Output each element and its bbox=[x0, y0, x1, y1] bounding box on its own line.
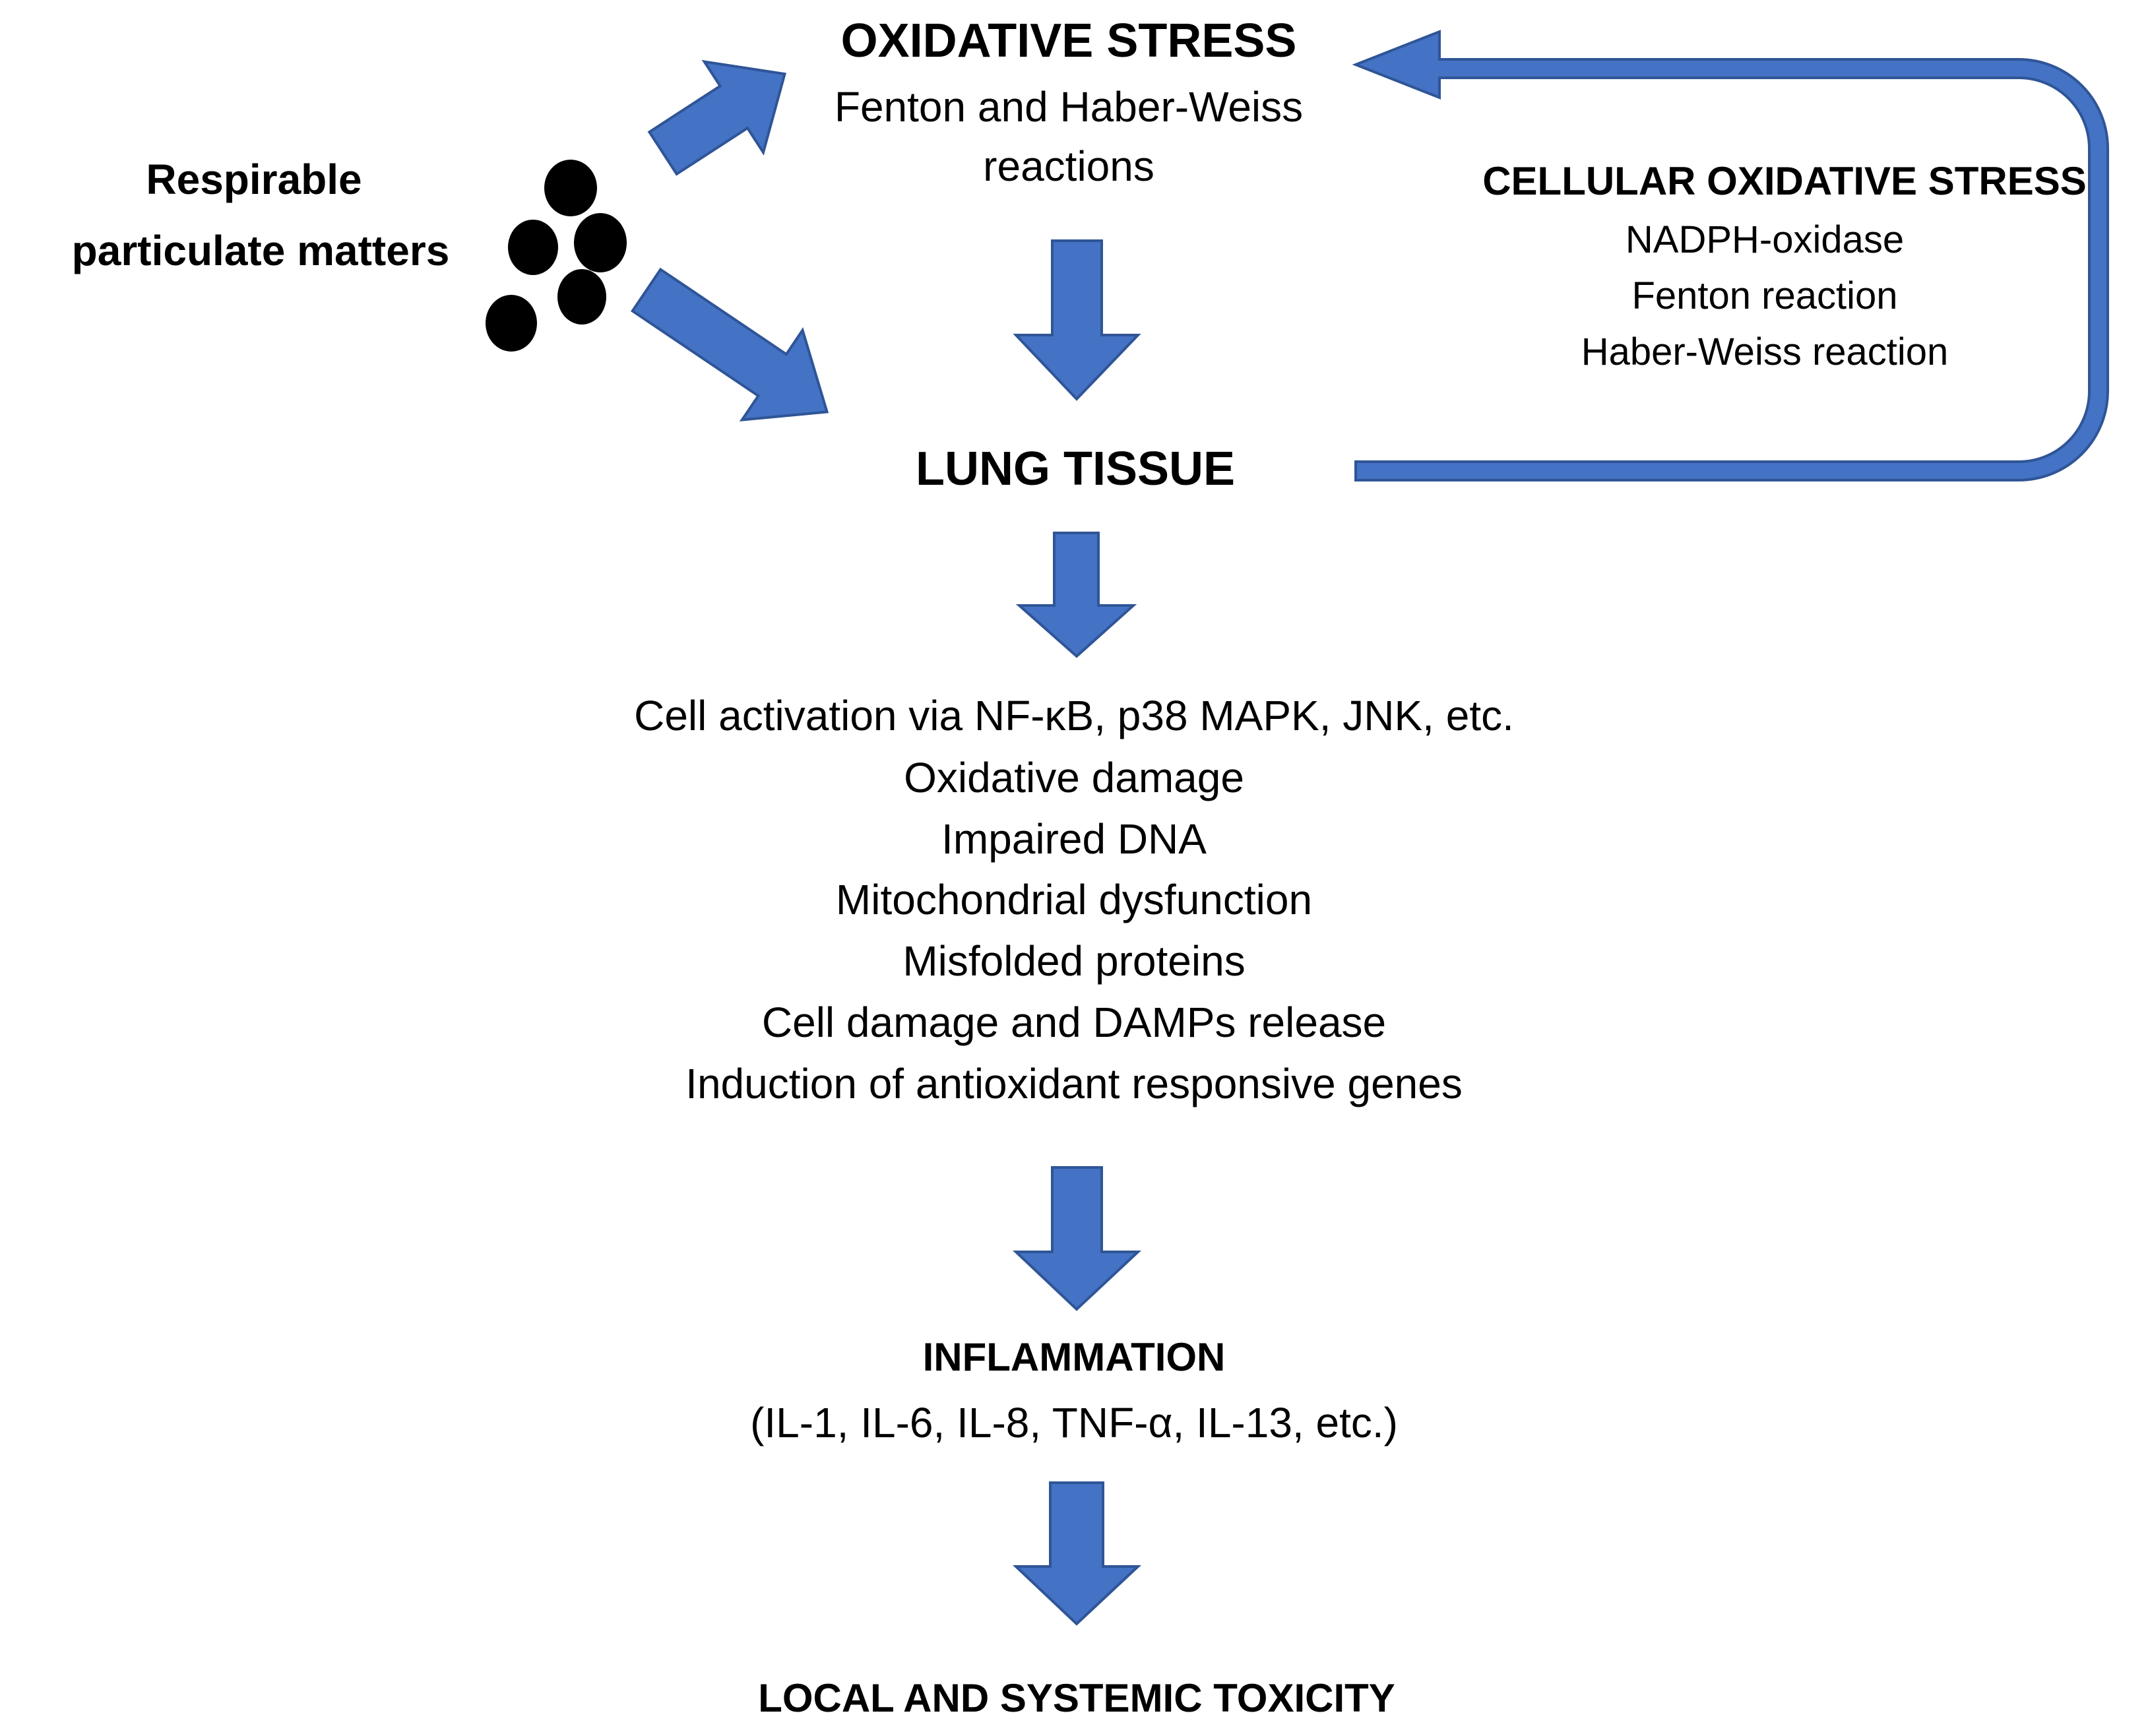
effect-item: Misfolded proteins bbox=[902, 937, 1246, 985]
arrow-particles-to-oxidative-stress bbox=[647, 59, 787, 176]
source-label-line1: Respirable bbox=[146, 156, 362, 203]
effect-item: Oxidative damage bbox=[904, 754, 1244, 801]
arrow-oxidative-stress-to-lung-tissue bbox=[1013, 239, 1141, 401]
cellular-oxidative-stress-title: CELLULAR OXIDATIVE STRESS bbox=[1482, 159, 2087, 203]
effect-item: Cell damage and DAMPs release bbox=[761, 999, 1387, 1046]
lung-tissue-title: LUNG TISSUE bbox=[915, 443, 1236, 495]
inflammation-title: INFLAMMATION bbox=[922, 1335, 1226, 1379]
arrow-effects-to-inflammation bbox=[1012, 1166, 1142, 1311]
arrow-inflammation-to-toxicity bbox=[1012, 1481, 1142, 1626]
oxidative-stress-line2: reactions bbox=[983, 142, 1154, 190]
feedback-loop-arrow bbox=[1352, 30, 2109, 481]
arrow-particles-to-lung-tissue bbox=[630, 267, 829, 421]
effect-item: Impaired DNA bbox=[941, 815, 1207, 863]
inflammation-subtitle: (IL-1, IL-6, IL-8, TNF-α, IL-13, etc.) bbox=[750, 1399, 1398, 1446]
toxicity-title: LOCAL AND SYSTEMIC TOXICITY bbox=[758, 1676, 1395, 1720]
arrow-lung-tissue-to-effects bbox=[1015, 532, 1137, 658]
source-label-line2: particulate matters bbox=[71, 227, 450, 274]
cellular-oxidative-stress-item: NADPH-oxidase bbox=[1625, 218, 1905, 261]
effect-item: Mitochondrial dysfunction bbox=[835, 876, 1313, 923]
oxidative-stress-title: OXIDATIVE STRESS bbox=[840, 15, 1297, 67]
oxidative-stress-line1: Fenton and Haber-Weiss bbox=[834, 83, 1304, 131]
effect-item: Induction of antioxidant responsive gene… bbox=[685, 1060, 1463, 1107]
cellular-oxidative-stress-item: Fenton reaction bbox=[1631, 274, 1898, 317]
effect-item: Cell activation via NF-κB, p38 MAPK, JNK… bbox=[634, 692, 1514, 739]
particles-icon bbox=[486, 160, 627, 352]
cellular-oxidative-stress-item: Haber-Weiss reaction bbox=[1581, 330, 1949, 373]
